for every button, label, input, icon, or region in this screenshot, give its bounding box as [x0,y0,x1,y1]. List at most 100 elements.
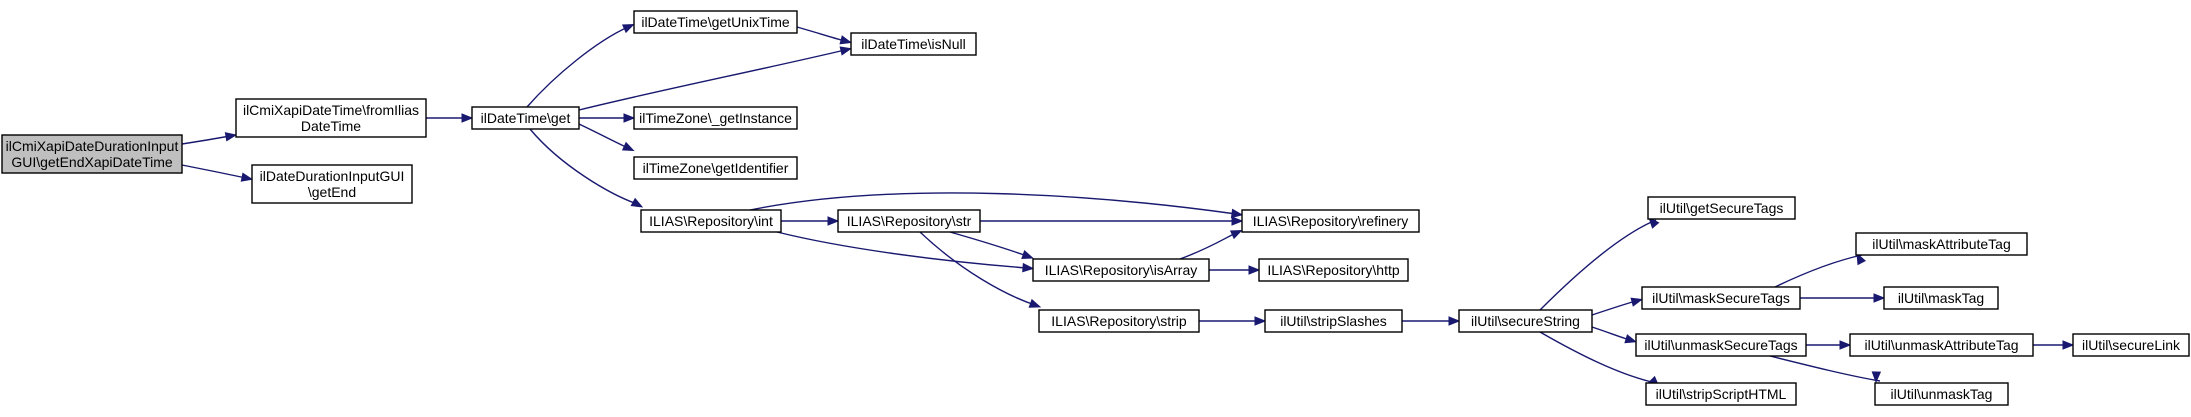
call-edge-arrowhead [1630,297,1644,307]
call-edge-arrowhead [2062,340,2075,350]
graph-node-stripSlashes[interactable]: ilUtil\stripSlashes [1264,309,1403,333]
call-edge-arrowhead [1648,216,1660,229]
graph-node-label: ilTimeZone\_getInstance [639,110,792,126]
call-edge-arrowhead [1028,298,1042,308]
graph-node-box[interactable] [1635,333,1807,357]
graph-node-box[interactable] [1647,196,1796,220]
graph-node-unmaskAttributeTag[interactable]: ilUtil\unmaskAttributeTag [1849,333,2034,357]
graph-node-box[interactable] [1032,258,1210,282]
call-edge-getUnix-to-isNull [796,26,853,45]
graph-node-box[interactable] [837,209,981,233]
graph-node-box[interactable] [1874,382,2009,406]
call-edge-arrowhead [827,216,840,226]
graph-node-box[interactable] [235,98,427,138]
graph-node-isNull[interactable]: ilDateTime\isNull [850,32,977,56]
graph-node-unmaskTag[interactable]: ilUtil\unmaskTag [1874,382,2009,406]
graph-node-box[interactable] [1645,382,1797,406]
graph-node-label: ilUtil\unmaskTag [1891,386,1993,402]
graph-node-repHttp[interactable]: ILIAS\Repository\http [1258,258,1409,282]
call-edge-line [181,135,231,145]
graph-node-box[interactable] [1458,309,1593,333]
call-edge-line [181,164,247,179]
graph-node-label: ilTimeZone\getIdentifier [643,160,789,176]
graph-node-label: ilCmiXapiDateTime\fromIlias [243,102,419,118]
graph-node-getUnix[interactable]: ilDateTime\getUnixTime [633,10,798,34]
graph-node-box[interactable] [1641,286,1801,310]
graph-node-repStrip[interactable]: ILIAS\Repository\strip [1038,309,1200,333]
graph-node-tzId[interactable]: ilTimeZone\getIdentifier [633,156,798,180]
call-edge-arrowhead [1871,371,1882,384]
graph-node-label: \getEnd [308,184,356,200]
call-edge-repStrip-to-stripSlashes [1199,316,1267,326]
call-edge-line [919,231,1036,306]
graph-node-secureString[interactable]: ilUtil\secureString [1458,309,1593,333]
call-edge-line [776,231,1028,269]
graph-node-box[interactable] [2072,333,2190,357]
call-edge-root-to-getEnd [181,164,254,182]
call-edge-repStr-to-repRefinery [980,216,1244,226]
graph-node-unmaskSecureTags[interactable]: ilUtil\unmaskSecureTags [1635,333,1807,357]
call-edge-maskSecureTags-to-maskTag [1800,293,1886,303]
graph-node-box[interactable] [1855,232,2028,256]
graph-node-box[interactable] [850,32,977,56]
call-edge-line [1774,254,1863,288]
call-edge-line [1539,331,1657,384]
graph-node-repIsArray[interactable]: ILIAS\Repository\isArray [1032,258,1210,282]
graph-node-dtGet[interactable]: ilDateTime\get [471,106,580,130]
graph-node-maskTag[interactable]: ilUtil\maskTag [1883,286,1999,310]
call-edge-root-to-fromIlias [181,132,238,145]
call-edge-line [796,26,846,42]
graph-node-maskSecureTags[interactable]: ilUtil\maskSecureTags [1641,286,1801,310]
call-edge-arrowhead [1856,252,1866,266]
call-edge-arrowhead [621,23,635,34]
call-edge-arrowhead [1231,216,1244,226]
call-edge-arrowhead [1021,250,1034,259]
graph-node-repStr[interactable]: ILIAS\Repository\str [837,209,981,233]
call-edge-line [1591,326,1631,341]
call-edge-repIsArray-to-repHttp [1209,265,1261,275]
graph-node-box[interactable] [251,164,413,204]
graph-node-label: ilUtil\stripScriptHTML [1656,386,1787,402]
call-edge-repInt-to-repStr [781,216,840,226]
graph-node-box[interactable] [1241,209,1420,233]
call-edge-arrowhead [1248,265,1261,275]
graph-node-label: DateTime [301,118,361,134]
graph-node-maskAttributeTag[interactable]: ilUtil\maskAttributeTag [1855,232,2028,256]
graph-node-tzInst[interactable]: ilTimeZone\_getInstance [633,106,798,130]
graph-node-box[interactable] [633,10,798,34]
graph-node-getEnd[interactable]: ilDateDurationInputGUI\getEnd [251,164,413,204]
graph-node-box[interactable] [471,106,580,130]
graph-node-label: ILIAS\Repository\refinery [1253,213,1409,229]
call-edge-repStr-to-repIsArray [949,231,1034,259]
graph-node-repRefinery[interactable]: ILIAS\Repository\refinery [1241,209,1420,233]
graph-node-box[interactable] [1264,309,1403,333]
call-edge-arrowhead [621,141,635,152]
call-edge-arrowhead [1839,340,1852,350]
graph-node-box[interactable] [633,156,798,180]
graph-node-box[interactable] [1258,258,1409,282]
graph-node-root[interactable]: ilCmiXapiDateDurationInputGUI\getEndXapi… [1,134,183,174]
call-edge-arrowhead [1022,262,1035,273]
graph-node-box[interactable] [1883,286,1999,310]
call-edge-line [1591,300,1637,316]
call-edge-secureString-to-unmaskSecureTags [1591,326,1638,344]
call-edge-repInt-to-repIsArray [776,231,1035,273]
graph-node-box[interactable] [633,106,798,130]
call-edge-line [1539,219,1657,311]
graph-node-stripScriptHTML[interactable]: ilUtil\stripScriptHTML [1645,382,1797,406]
call-edge-dtGet-to-repInt [529,128,644,208]
graph-node-box[interactable] [1,134,183,174]
graph-node-label: ILIAS\Repository\http [1267,262,1400,278]
call-edge-dtGet-to-tzInst [579,113,636,123]
graph-node-getSecureTags[interactable]: ilUtil\getSecureTags [1647,196,1796,220]
graph-node-box[interactable] [1038,309,1200,333]
graph-node-secureLink[interactable]: ilUtil\secureLink [2072,333,2190,357]
call-edge-unmaskSecureTags-to-unmaskAttributeTag [1806,340,1852,350]
graph-node-repInt[interactable]: ILIAS\Repository\int [640,209,782,233]
graph-node-box[interactable] [1849,333,2034,357]
call-graph-nodes: ilCmiXapiDateDurationInputGUI\getEndXapi… [1,10,2190,406]
graph-node-box[interactable] [640,209,782,233]
call-edge-arrowhead [839,35,853,45]
